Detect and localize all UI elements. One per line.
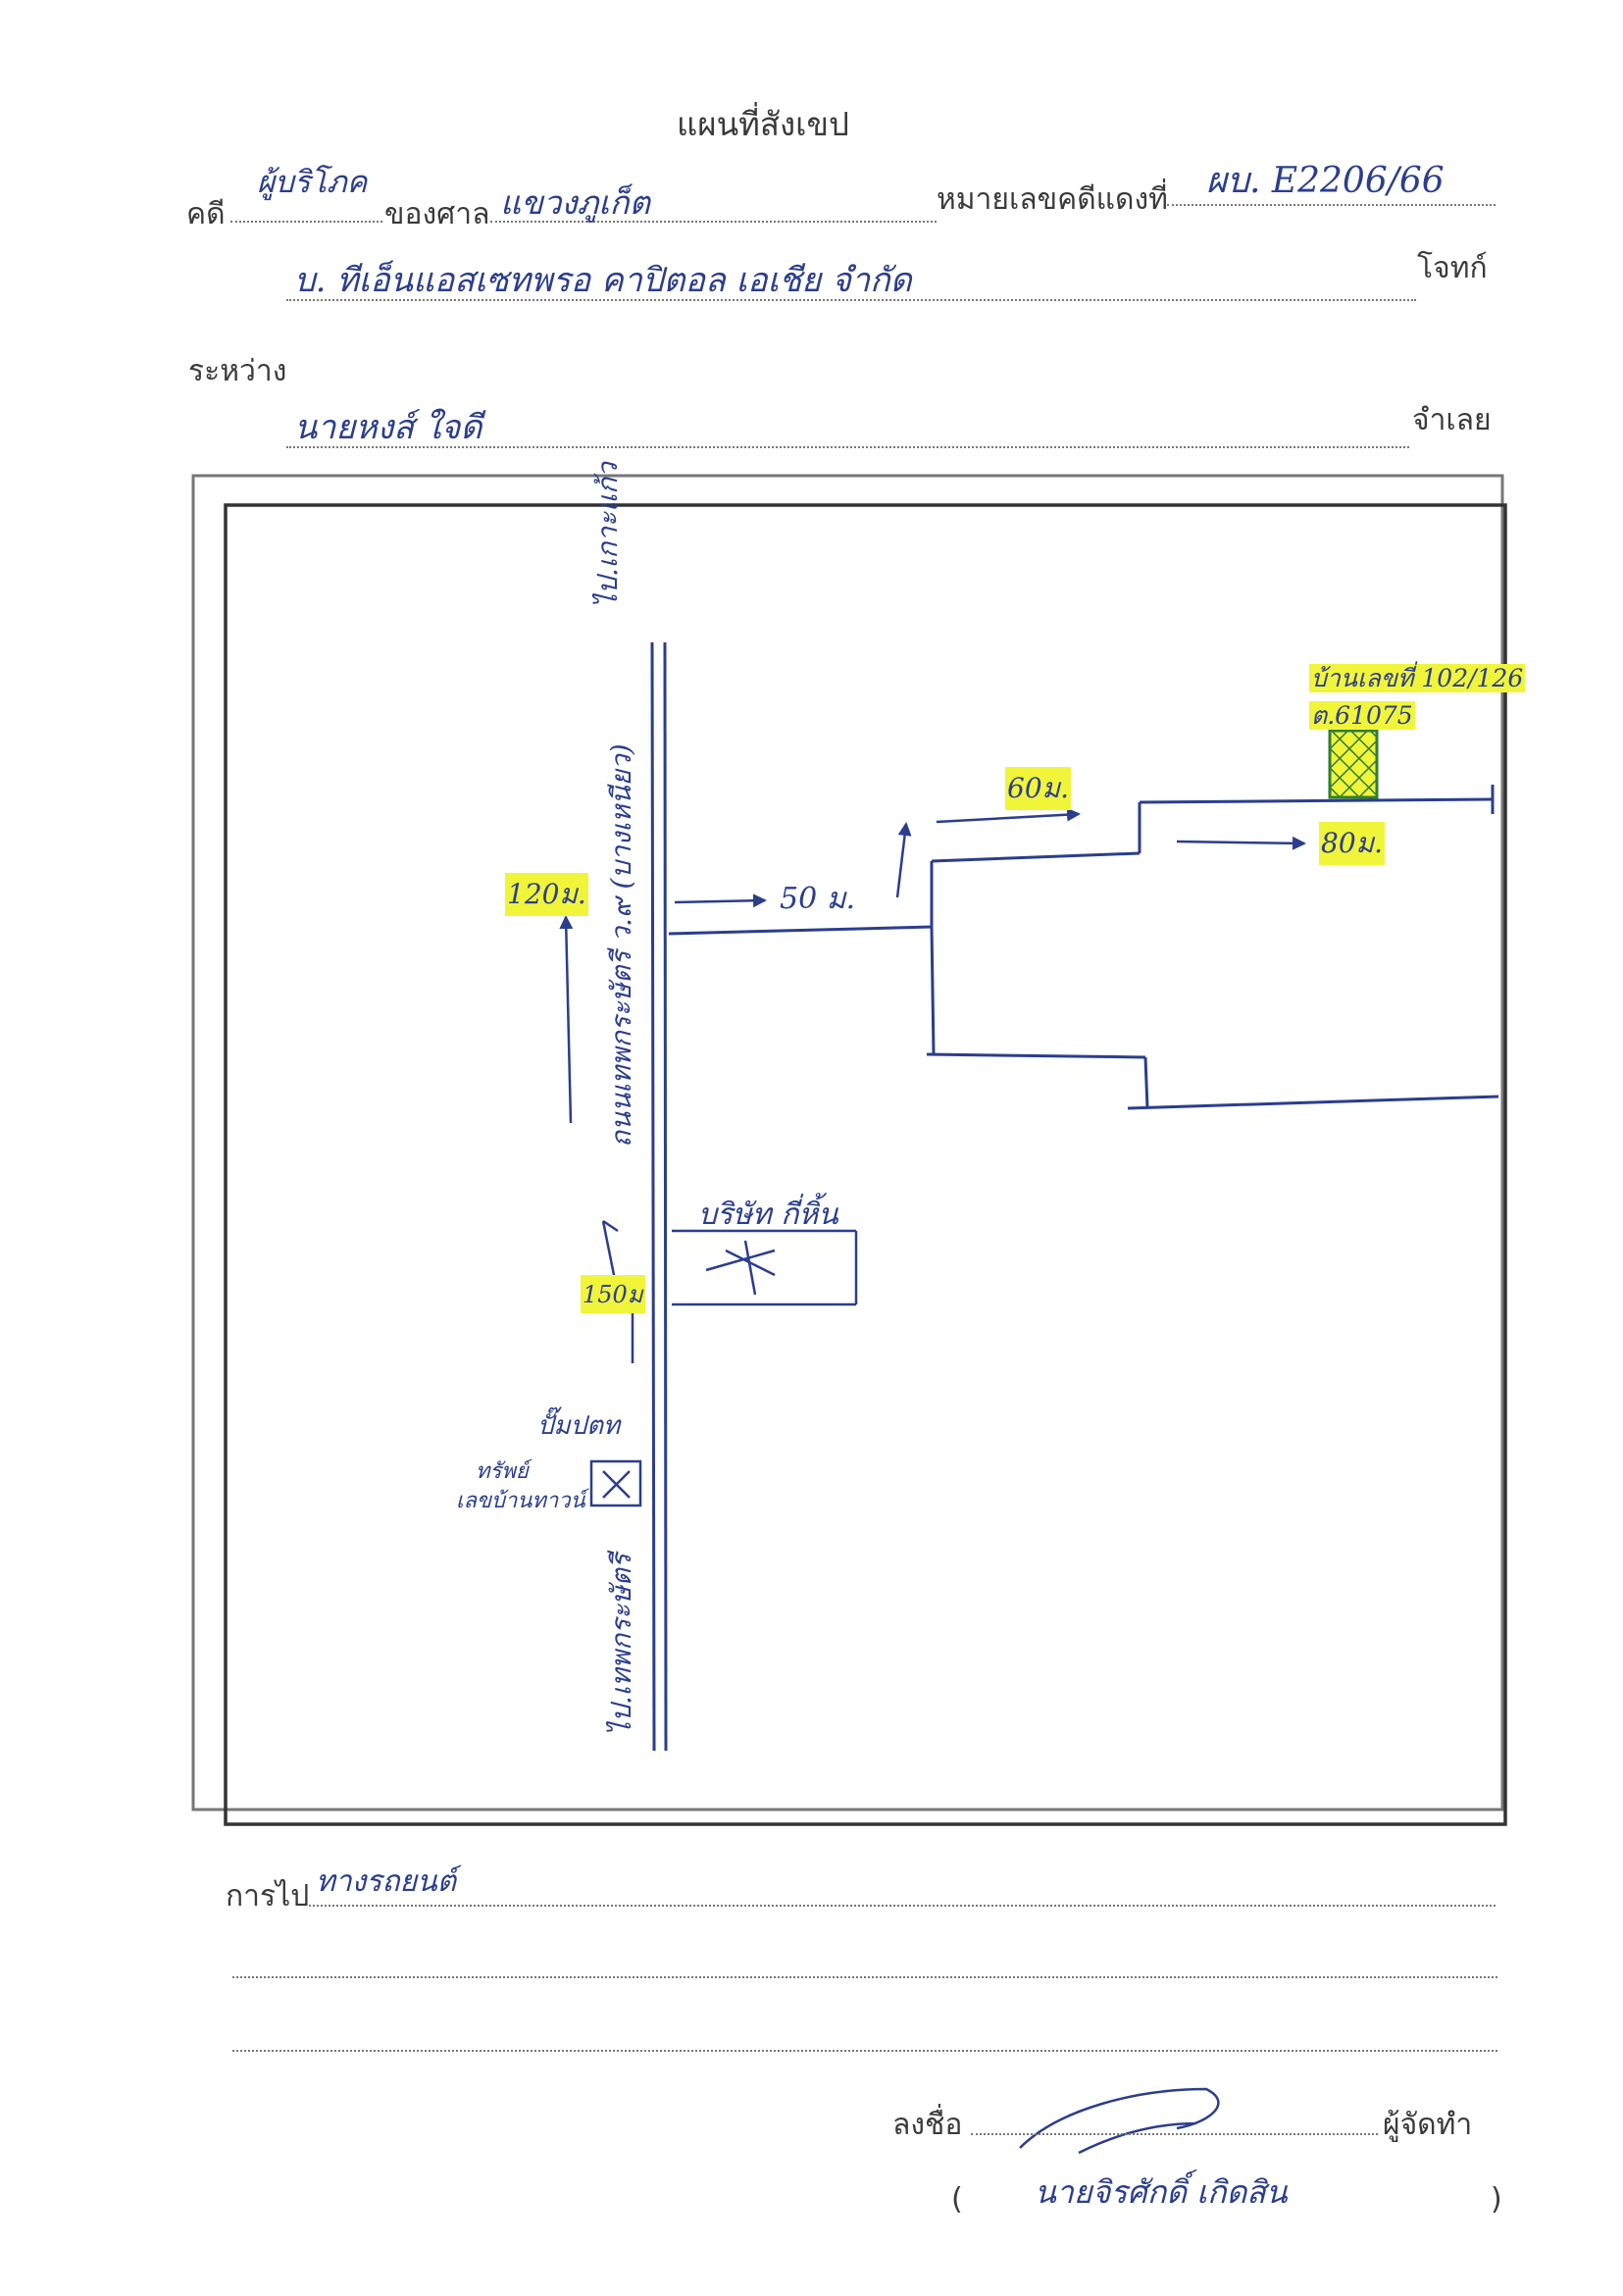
company-label: บริษัท กี่หิ้น	[698, 1198, 838, 1232]
gas-station-label: ปั๊มปตท	[537, 1411, 621, 1441]
distance-60m: 60ม.	[1005, 767, 1071, 810]
distance-120m: 120ม.	[505, 873, 588, 916]
road-name: ถนนเทพกระษัตรี ว.๙ (บางเหนียว)	[605, 743, 637, 1148]
open-paren: (	[951, 2182, 963, 2217]
preparer-label: ผู้จัดทำ	[1383, 2108, 1473, 2142]
case-type: ผู้บริโภค	[257, 165, 368, 200]
defendant-name: นายหงส์ ใจดี	[294, 408, 482, 447]
plaintiff-name: บ. ทีเอ็นแอสเซทพรอ คาปิตอล เอเชีย จำกัด	[294, 261, 912, 300]
main-road	[650, 641, 668, 1752]
house-parcel-marker	[1328, 729, 1379, 799]
parcel-label-1: ทรัพย์	[476, 1459, 529, 1484]
preparer-name: นายจิรศักดิ์ เกิดสิน	[1035, 2173, 1288, 2211]
gas-station-lot	[589, 1459, 642, 1507]
court-label: ของศาล	[384, 197, 490, 231]
house-code-label: ต.61075	[1309, 701, 1415, 730]
plaintiff-label: โจทก์	[1417, 251, 1488, 285]
company-lot	[672, 1229, 858, 1306]
sign-label: ลงชื่อ	[892, 2108, 963, 2142]
red-case-number: ผบ. E2206/66	[1206, 161, 1445, 201]
distance-150m: 150ม	[581, 1275, 645, 1313]
case-label: คดี	[186, 197, 226, 231]
directions-value: ทางรถยนต์	[316, 1864, 457, 1899]
court-name: แขวงภูเก็ต	[500, 183, 650, 222]
road-label-bottom: ไป.เทพกระษัตรี	[605, 1554, 637, 1736]
parcel-label-2: เลขบ้านทาวน์	[456, 1489, 585, 1513]
directions-label: การไป	[226, 1879, 310, 1913]
distance-80m: 80ม.	[1319, 822, 1385, 865]
red-case-label: หมายเลขคดีแดงที่	[937, 182, 1168, 217]
house-number-label: บ้านเลขที่ 102/126	[1309, 664, 1526, 692]
close-paren: )	[1491, 2182, 1502, 2217]
defendant-label: จำเลย	[1412, 403, 1492, 437]
between-label: ระหว่าง	[188, 354, 287, 388]
road-label-top: ไป.เกาะแก้ว	[591, 462, 624, 608]
direction-arrows	[559, 807, 1306, 1363]
branch-road	[668, 785, 1499, 1110]
distance-50m: 50 ม.	[780, 882, 856, 916]
map-frame	[191, 474, 1507, 1826]
page-title: แผนที่สังเขป	[677, 105, 849, 143]
signature-mark	[1019, 2087, 1220, 2155]
